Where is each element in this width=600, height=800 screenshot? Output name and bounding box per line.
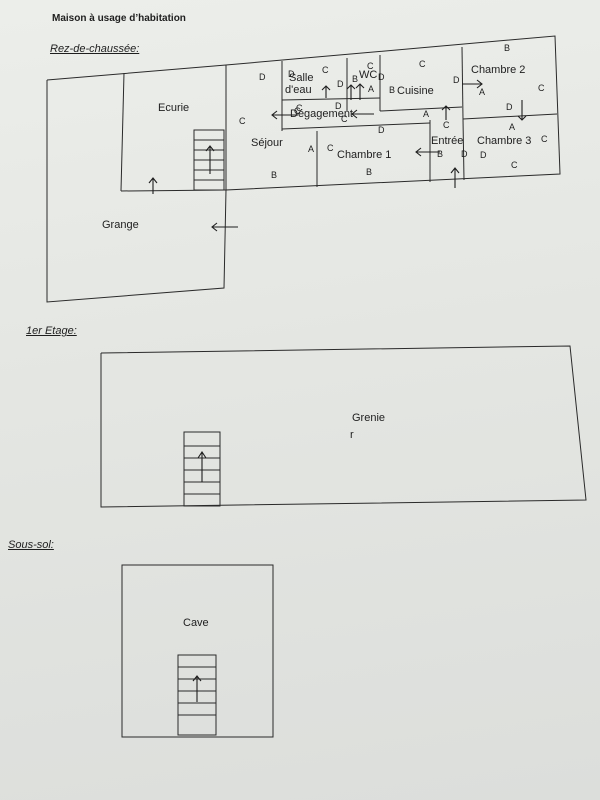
arrow-up-icon: [441, 105, 451, 120]
room-grange: Grange: [102, 219, 139, 231]
wall-label: C: [239, 116, 246, 126]
room-wc: WC: [359, 69, 378, 81]
section-basement: Sous-sol:: [8, 539, 54, 551]
room-grenier-line2: r: [350, 429, 354, 441]
document-title: Maison à usage d’habitation: [52, 13, 186, 24]
arrow-up-icon: [148, 177, 158, 194]
room-degagement: Dégagement: [290, 108, 353, 120]
wall-label: C: [327, 143, 334, 153]
wall-cuisine-right: [461, 46, 464, 120]
wall-label: C: [541, 134, 548, 144]
wall-label: C: [419, 59, 426, 69]
room-chambre-3: Chambre 3: [477, 135, 532, 147]
wall-label: A: [423, 109, 430, 119]
arrow-left-icon: [271, 110, 298, 120]
wall-label: C: [322, 65, 329, 75]
wall-label: D: [288, 69, 295, 79]
wall-degagement-bottom: [281, 122, 431, 130]
ground-floor-outline: [46, 35, 561, 303]
wall-label: D: [453, 75, 460, 85]
wall-label: C: [367, 61, 374, 71]
room-chambre-1: Chambre 1: [337, 149, 392, 161]
wall-chambre2-bottom: [462, 113, 558, 120]
wall-label: C: [294, 106, 301, 116]
wall-label: D: [337, 79, 344, 89]
wall-label: A: [308, 144, 315, 154]
arrow-up-icon: [346, 84, 356, 100]
wall-entree-right: [462, 118, 465, 181]
wall-label: C: [341, 114, 348, 124]
wall-label: A: [509, 122, 516, 132]
arrow-right-icon: [462, 79, 483, 89]
wall-label: D: [378, 72, 385, 82]
arrow-up-icon: [355, 83, 365, 100]
basement-staircase: [177, 654, 217, 736]
wall-ecurie-left: [120, 72, 125, 192]
room-salle-eau-line2: d'eau: [285, 84, 312, 96]
arrow-up-icon: [205, 145, 215, 174]
room-salle-eau-line1: Salle: [289, 72, 314, 84]
arrow-up-icon: [192, 675, 202, 702]
wall-label: B: [504, 43, 511, 53]
wall-label: B: [366, 167, 373, 177]
room-sejour: Séjour: [251, 137, 283, 149]
room-ecurie: Ecurie: [158, 102, 190, 114]
first-floor-outline: [100, 345, 587, 508]
section-first-floor: 1er Etage:: [26, 325, 77, 337]
wall-label: B: [271, 170, 278, 180]
wall-label: B: [352, 74, 359, 84]
arrow-up-icon: [450, 167, 460, 188]
arrow-up-icon: [321, 85, 331, 98]
wall-label: D: [480, 150, 487, 160]
arrow-left-icon: [211, 222, 238, 232]
arrow-down-icon: [517, 100, 527, 121]
wall-label: C: [538, 83, 545, 93]
wall-label: D: [378, 125, 385, 135]
section-ground-floor: Rez-de-chaussée:: [50, 43, 140, 55]
wall-label: D: [259, 72, 266, 82]
basement-outline: [121, 564, 274, 738]
wall-label: C: [443, 120, 450, 130]
arrow-up-icon: [197, 451, 207, 482]
wall-salle-eau-bottom: [281, 97, 381, 101]
wall-label: A: [368, 84, 375, 94]
wall-label: D: [461, 149, 468, 159]
room-cave: Cave: [183, 617, 209, 629]
room-grenier-line1: Grenie: [352, 412, 386, 424]
wall-label: D: [335, 101, 342, 111]
wall-label: D: [506, 102, 513, 112]
room-entree: Entrée: [431, 135, 464, 147]
wall-label: A: [479, 87, 486, 97]
arrow-left-icon: [415, 147, 440, 157]
wall-label: B: [437, 149, 444, 159]
wall-label: B: [389, 85, 396, 95]
wall-label: C: [296, 103, 303, 113]
arrow-left-icon: [351, 109, 374, 119]
first-floor-staircase: [183, 431, 221, 507]
room-cuisine: Cuisine: [397, 85, 434, 97]
room-chambre-2: Chambre 2: [471, 64, 526, 76]
wall-label: C: [511, 160, 518, 170]
